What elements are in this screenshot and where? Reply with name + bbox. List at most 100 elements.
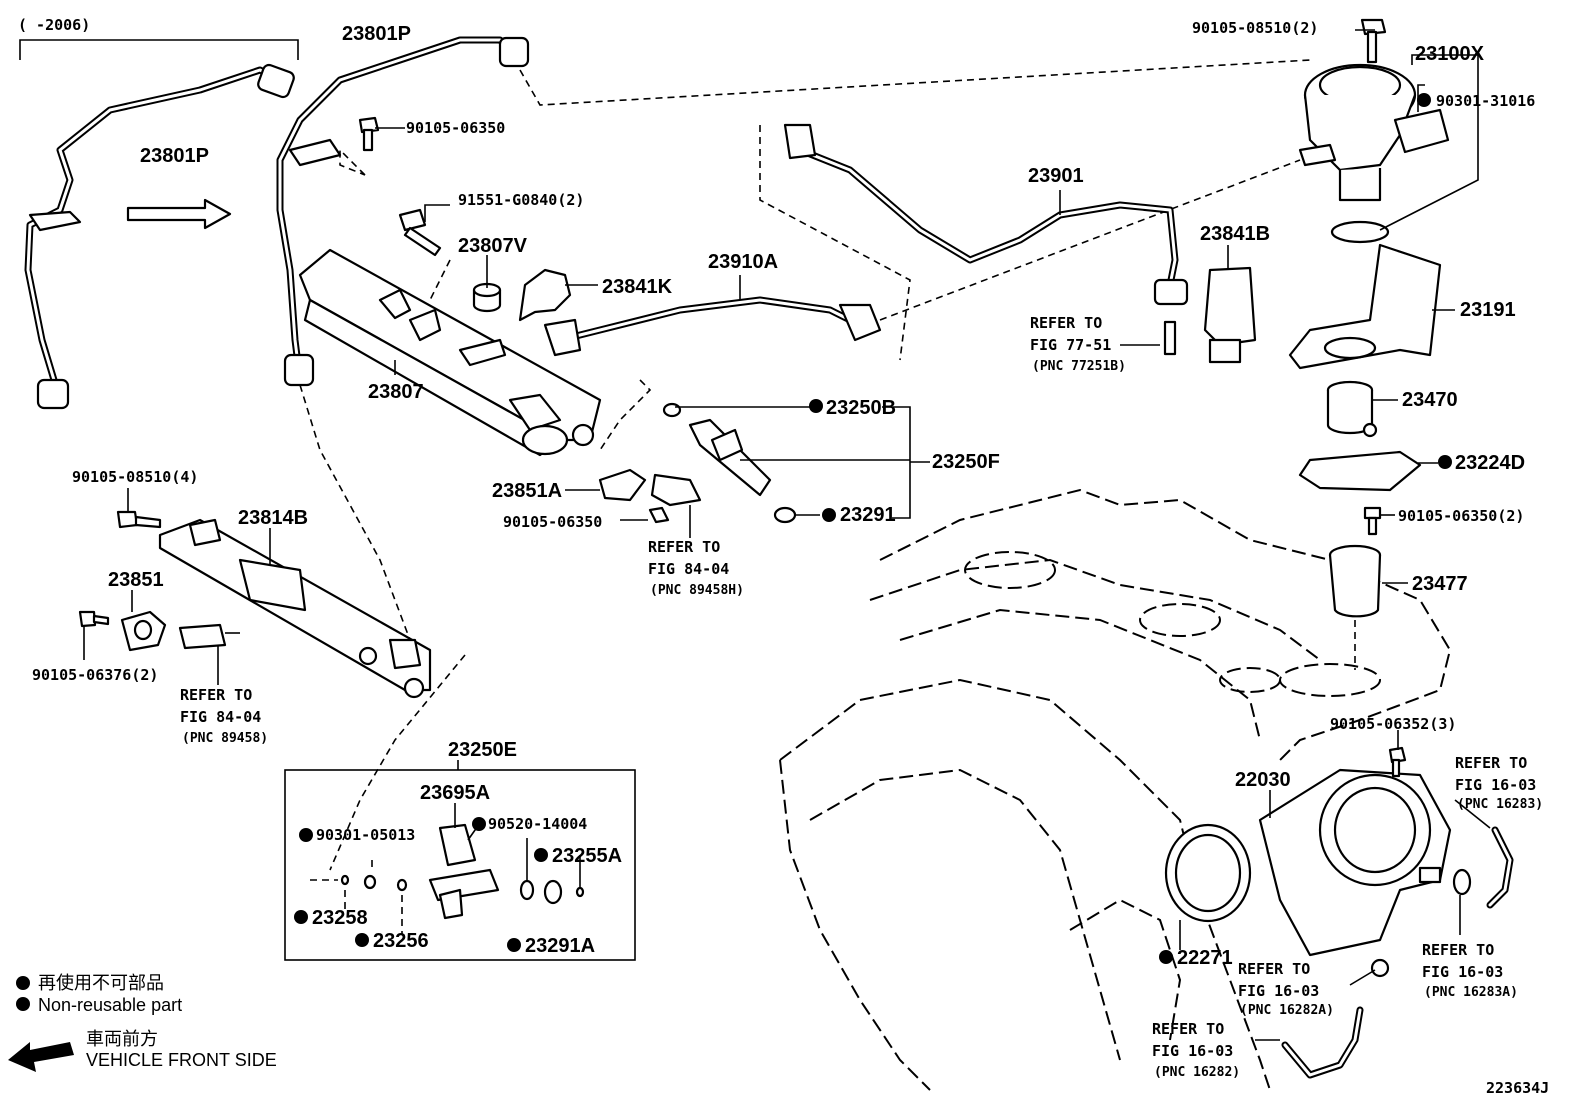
svg-text:FIG 84-04: FIG 84-04: [180, 708, 261, 726]
refer-16-03-16282A: REFER TO FIG 16-03 (PNC 16282A): [1238, 960, 1334, 1018]
dashed-leaders: [299, 59, 1356, 871]
housing-23477: [1328, 544, 1382, 618]
hose-16283A: [1452, 868, 1472, 896]
label-23256: 23256: [373, 930, 429, 952]
svg-text:(PNC 77251B): (PNC 77251B): [1032, 359, 1126, 374]
svg-text:FIG 16-03: FIG 16-03: [1455, 776, 1536, 794]
fuel-tube-23910A: [543, 296, 882, 357]
gasket-23224D: [1298, 450, 1422, 492]
refer-84-04-b: REFER TO FIG 84-04 (PNC 89458): [180, 686, 268, 746]
label-23801P-main: 23801P: [342, 23, 411, 45]
svg-text:FIG 16-03: FIG 16-03: [1238, 982, 1319, 1000]
bolt-90105-08510-4: [116, 510, 162, 529]
label-23291A: 23291A: [525, 935, 595, 957]
svg-text:FIG 77-51: FIG 77-51: [1030, 336, 1111, 354]
label-23695A: 23695A: [420, 782, 490, 804]
label-90301-05013: 90301-05013: [316, 826, 415, 844]
label-23291: 23291: [840, 504, 896, 526]
label-23910A: 23910A: [708, 251, 778, 273]
label-23801P-old: 23801P: [140, 145, 209, 167]
sensor-23841B: [1203, 266, 1257, 364]
svg-text:(PNC 89458H): (PNC 89458H): [650, 583, 744, 598]
fuel-pump-23100X: [1298, 63, 1450, 244]
label-23250F: 23250F: [932, 451, 1000, 473]
label-23807: 23807: [368, 381, 424, 403]
label-22030: 22030: [1235, 769, 1291, 791]
bolt-90105-06350-top: [358, 116, 380, 152]
label-23100X: 23100X: [1415, 43, 1485, 65]
bolt-91551: [398, 208, 442, 257]
sensor-89458H: [650, 473, 702, 507]
leader-lines: [83, 29, 1491, 1041]
model-range-bracket: [19, 39, 299, 60]
vehicle-front-arrow-icon: [8, 1042, 74, 1072]
label-90105-06350-mid: 90105-06350: [503, 513, 602, 531]
label-23814B: 23814B: [238, 507, 308, 529]
svg-text:REFER TO: REFER TO: [1238, 960, 1310, 978]
svg-text:FIG 84-04: FIG 84-04: [648, 560, 729, 578]
injector-23250F: [662, 402, 797, 524]
gasket-22271: [1164, 823, 1252, 923]
refer-84-04-a: REFER TO FIG 84-04 (PNC 89458H): [648, 538, 744, 598]
label-23470: 23470: [1402, 389, 1458, 411]
label-90105-06350-top: 90105-06350: [406, 119, 505, 137]
refer-16-03-16283A: REFER TO FIG 16-03 (PNC 16283A): [1422, 941, 1518, 1000]
bolt-90105-06376: [78, 610, 110, 628]
bolt-90105-06350-mid: [648, 506, 670, 524]
svg-text:FIG 16-03: FIG 16-03: [1152, 1042, 1233, 1060]
refer-16-03-16283: REFER TO FIG 16-03 (PNC 16283): [1455, 754, 1543, 812]
hose-77251B: [1163, 320, 1177, 356]
svg-text:REFER TO: REFER TO: [648, 538, 720, 556]
label-23191: 23191: [1460, 299, 1516, 321]
fuel-rail-23814B: [158, 518, 432, 699]
svg-text:(PNC 16282A): (PNC 16282A): [1240, 1003, 1334, 1018]
lifter-23470: [1326, 380, 1378, 438]
bolt-90105-08510-2: [1360, 18, 1387, 64]
spacer-23807V: [472, 282, 502, 313]
legend-front-en: VEHICLE FRONT SIDE: [86, 1050, 277, 1070]
label-90105-08510-4: 90105-08510(4): [72, 468, 198, 486]
label-23224D: 23224D: [1455, 452, 1525, 474]
label-23841B: 23841B: [1200, 223, 1270, 245]
fuel-pipe-23801P-old: [24, 63, 295, 410]
label-23901: 23901: [1028, 165, 1084, 187]
label-23851A: 23851A: [492, 480, 562, 502]
cover-23851: [120, 610, 167, 652]
label-90105-08510-2: 90105-08510(2): [1192, 19, 1318, 37]
label-90105-06350-2: 90105-06350(2): [1398, 507, 1524, 525]
label-23477: 23477: [1412, 573, 1468, 595]
hose-16283: [1486, 826, 1514, 909]
engine-outline: [779, 488, 1452, 1091]
svg-text:(PNC 89458): (PNC 89458): [182, 731, 268, 746]
non-reusable-markers: [16, 93, 1452, 1011]
label-23807V: 23807V: [458, 235, 528, 257]
bracket-23851A: [598, 468, 647, 502]
bolt-90105-06352: [1388, 746, 1407, 778]
label-23255A: 23255A: [552, 845, 622, 867]
svg-text:REFER TO: REFER TO: [1152, 1020, 1224, 1038]
label-91551: 91551-G0840(2): [458, 191, 584, 209]
fuel-rail-23807: [298, 248, 602, 457]
svg-text:REFER TO: REFER TO: [1422, 941, 1494, 959]
direction-arrow: [126, 198, 232, 230]
label-90105-06352: 90105-06352(3): [1330, 715, 1456, 733]
bolt-90105-06350-2: [1363, 506, 1382, 536]
throttle-body-22030: [1258, 768, 1452, 957]
label-90520-14004: 90520-14004: [488, 815, 587, 833]
label-23250E: 23250E: [448, 739, 517, 761]
svg-text:(PNC 16282): (PNC 16282): [1154, 1065, 1240, 1080]
fuel-tube-23901: [783, 123, 1189, 306]
fuel-pipe-23801P: [276, 36, 530, 387]
hose-16282: [1281, 958, 1390, 1079]
model-range-label: ( -2006): [18, 16, 90, 34]
svg-text:(PNC 16283A): (PNC 16283A): [1424, 985, 1518, 1000]
label-23250B: 23250B: [826, 397, 896, 419]
legend-front-jp: 車両前方: [86, 1029, 158, 1049]
svg-text:FIG 16-03: FIG 16-03: [1422, 963, 1503, 981]
label-90105-06376: 90105-06376(2): [32, 666, 158, 684]
bracket-23191: [1288, 243, 1442, 370]
svg-text:(PNC 16283): (PNC 16283): [1457, 797, 1543, 812]
label-90301-31016: 90301-31016: [1436, 92, 1535, 110]
diagram-code: 223634J: [1486, 1079, 1549, 1097]
